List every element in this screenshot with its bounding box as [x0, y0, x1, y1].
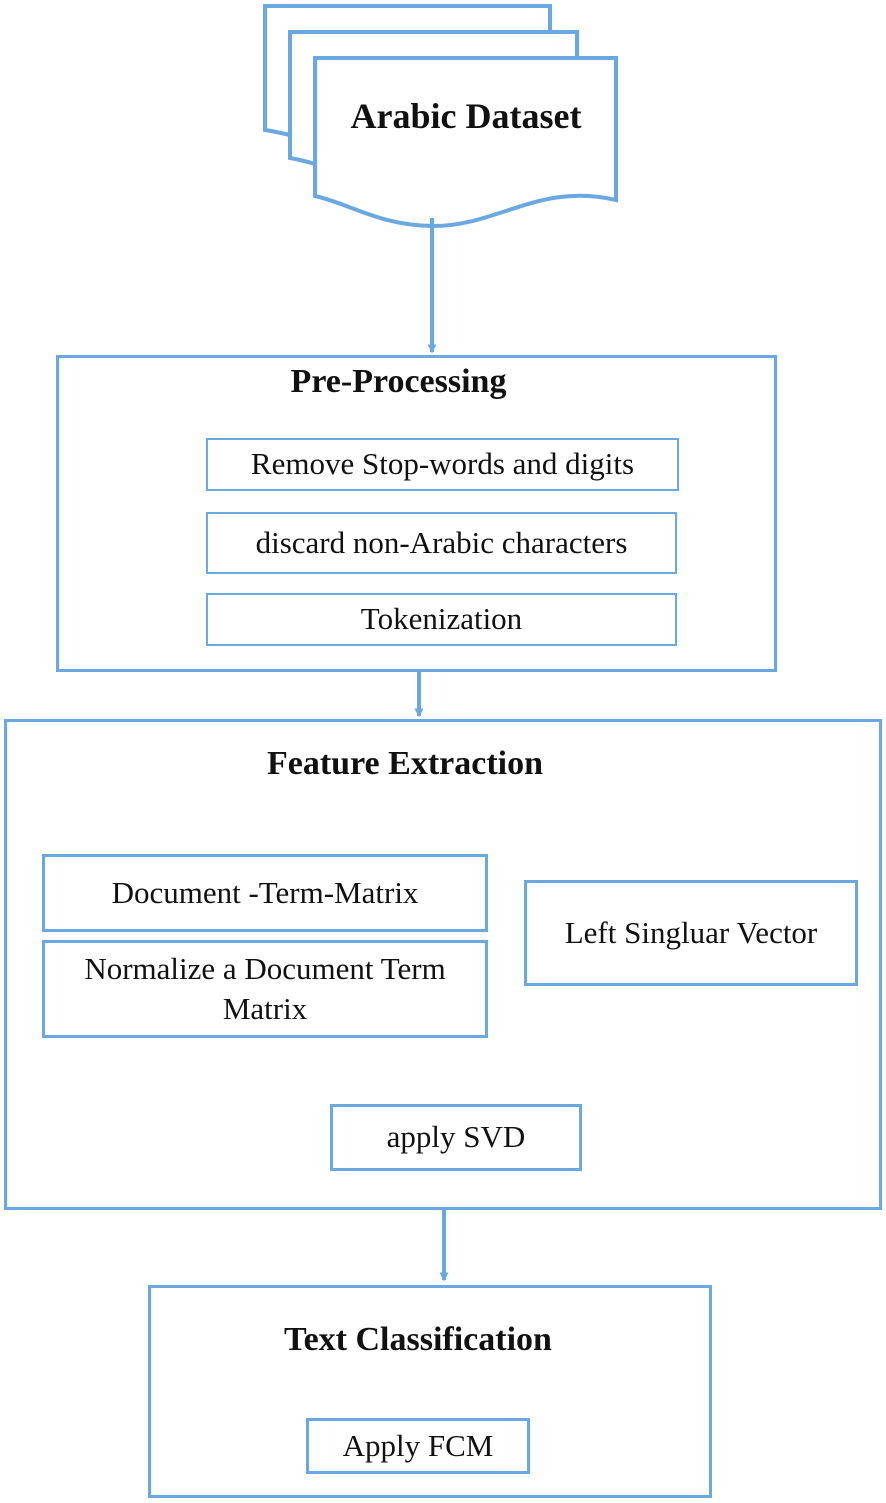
apply-svd-box: apply SVD	[330, 1104, 582, 1171]
classification-title: Text Classification	[284, 1321, 552, 1358]
dataset-label: Arabic Dataset	[350, 96, 582, 136]
step-discard-non-arabic: discard non-Arabic characters	[206, 512, 677, 574]
feature-extraction-title: Feature Extraction	[266, 745, 544, 782]
step-tokenization: Tokenization	[206, 593, 677, 646]
step-remove-stopwords: Remove Stop-words and digits	[206, 438, 679, 491]
document-term-matrix-box: Document -Term-Matrix	[42, 854, 488, 932]
normalize-dtm-box: Normalize a Document Term Matrix	[42, 940, 488, 1038]
left-singular-vector-box: Left Singluar Vector	[524, 880, 858, 986]
preprocessing-title: Pre-Processing	[290, 363, 507, 400]
apply-fcm-box: Apply FCM	[306, 1418, 530, 1474]
dataset-document-icon	[263, 4, 618, 229]
